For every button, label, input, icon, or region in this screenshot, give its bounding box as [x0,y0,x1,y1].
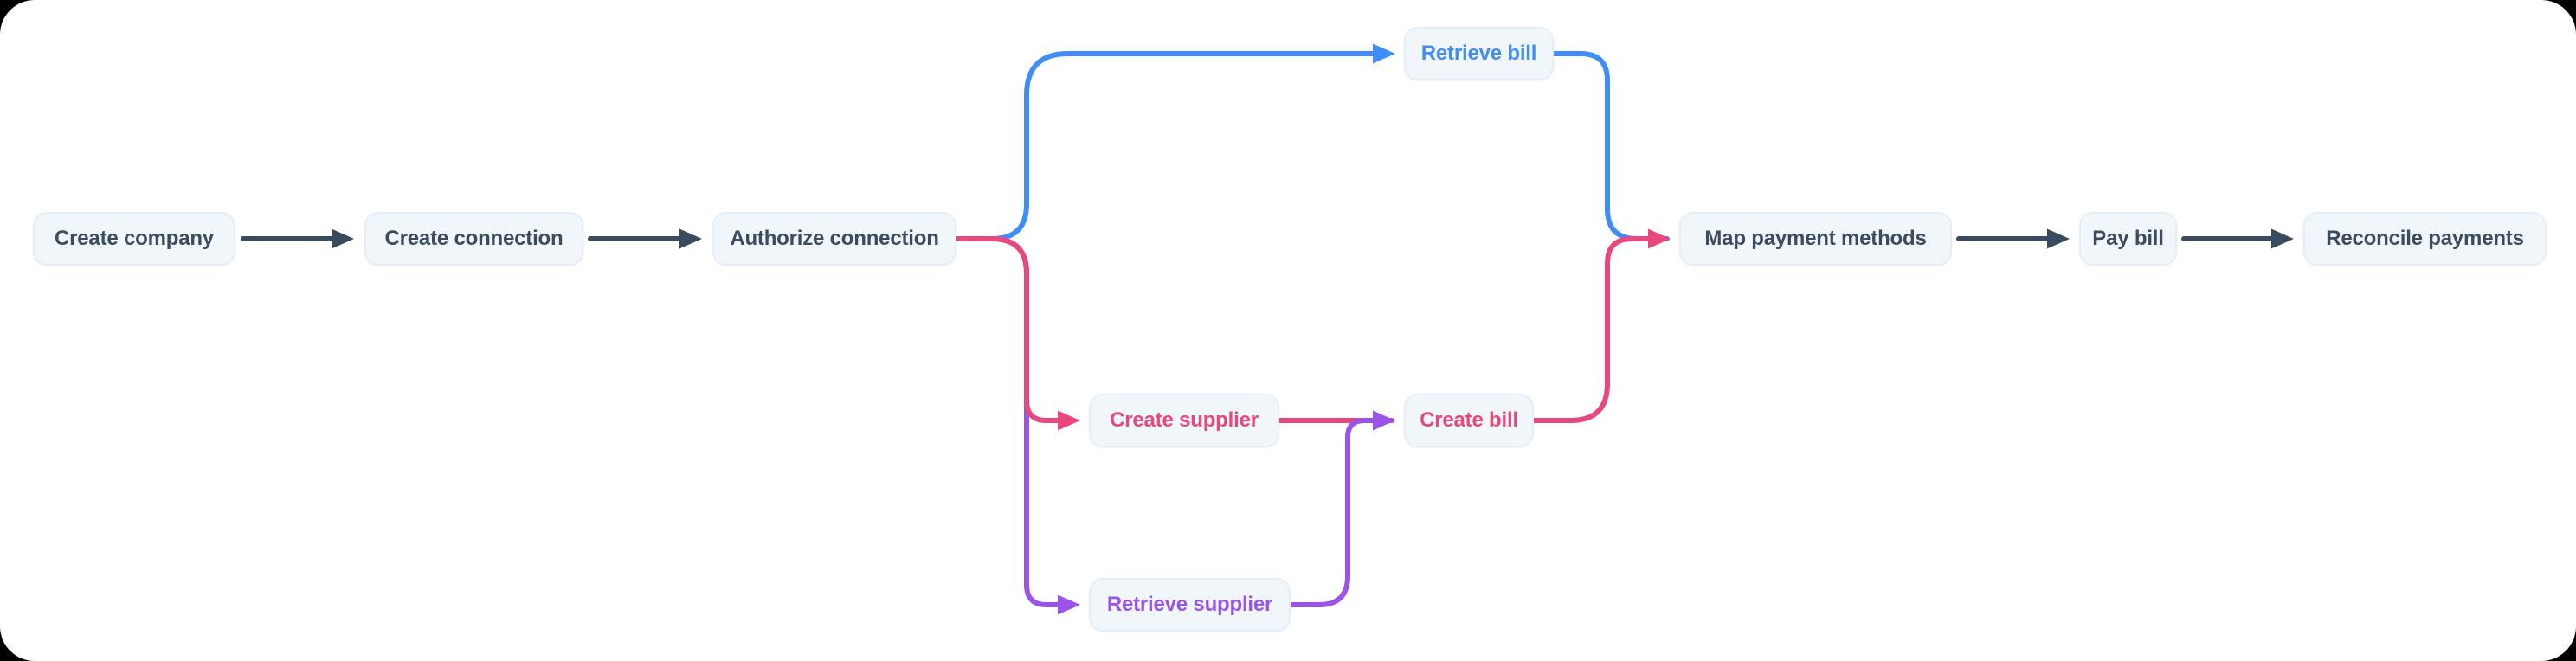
node-reconcile-payments: Reconcile payments [2303,212,2547,266]
node-map-payment-methods: Map payment methods [1679,212,1952,266]
node-label-create-bill: Create bill [1420,408,1518,432]
arrowhead-icon-create-bill-to-map-payment-methods [1648,228,1671,249]
arrowhead-icon-pay-bill-to-reconcile-payments [2271,228,2294,249]
node-label-create-supplier: Create supplier [1110,408,1259,432]
arrowhead-icon-authorize-connection-to-create-supplier [1058,410,1080,431]
node-label-retrieve-bill: Retrieve bill [1420,42,1537,65]
edge-retrieve-supplier-to-create-bill [1288,418,1384,607]
arrowhead-icon-map-payment-methods-to-pay-bill [2047,228,2070,249]
node-create-company: Create company [33,212,235,266]
arrowhead-icon-authorize-connection-to-retrieve-supplier [1058,594,1080,615]
node-retrieve-bill: Retrieve bill [1404,27,1554,80]
node-label-authorize-connection: Authorize connection [730,227,939,250]
arrowhead-icon-create-company-to-create-connection [332,228,354,249]
node-pay-bill: Pay bill [2079,212,2177,266]
node-create-bill: Create bill [1404,394,1534,447]
node-label-create-company: Create company [55,227,214,250]
arrowhead-icon-create-connection-to-authorize-connection [679,228,702,249]
node-create-connection: Create connection [364,212,583,266]
node-authorize-connection: Authorize connection [712,212,956,266]
node-label-create-connection: Create connection [384,227,564,250]
node-retrieve-supplier: Retrieve supplier [1089,578,1291,632]
node-label-retrieve-supplier: Retrieve supplier [1106,593,1273,616]
node-label-pay-bill: Pay bill [2092,227,2164,250]
node-create-supplier: Create supplier [1089,394,1279,447]
arrowhead-icon-retrieve-supplier-to-create-bill [1373,410,1395,431]
edge-authorize-connection-to-create-supplier [955,236,1069,423]
node-label-reconcile-payments: Reconcile payments [2326,227,2524,250]
edge-authorize-connection-to-retrieve-bill [955,51,1384,241]
edge-create-bill-to-map-payment-methods [1531,236,1659,423]
arrowhead-icon-authorize-connection-to-retrieve-bill [1373,43,1395,64]
node-label-map-payment-methods: Map payment methods [1704,227,1927,250]
